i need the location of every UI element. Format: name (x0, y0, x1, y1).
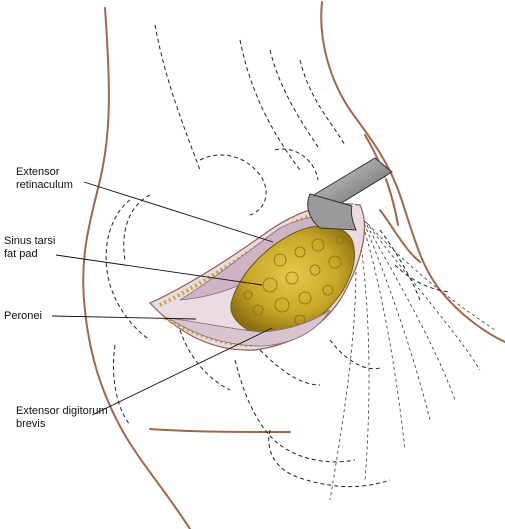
label-line: Peronei (4, 310, 42, 322)
retractor-icon (307, 157, 393, 231)
leader-sinus-tarsi (55, 254, 263, 286)
tendon-fan (329, 214, 496, 501)
label-extensor-retinaculum: Extensor retinaculum (16, 166, 73, 192)
label-line: Extensor (16, 166, 60, 178)
label-peronei: Peronei (4, 310, 42, 323)
label-line: Sinus tarsi (4, 235, 56, 247)
label-line: brevis (16, 418, 46, 430)
peronei-tissue (167, 309, 331, 347)
leader-extensor-retinaculum (83, 181, 274, 243)
bone-outlines (105, 24, 451, 487)
leader-peronei (51, 315, 197, 320)
label-line: Extensor digitorum (16, 405, 108, 417)
label-sinus-tarsi-fat-pad: Sinus tarsi fat pad (4, 235, 55, 261)
label-line: fat pad (4, 248, 38, 260)
leader-lines (51, 181, 274, 416)
sinus-tarsi-fat-pad (230, 225, 355, 334)
fat-pad-texture (243, 235, 345, 326)
leader-extensor-digitorum-brevis (91, 327, 273, 416)
label-extensor-digitorum-brevis: Extensor digitorum brevis (16, 405, 108, 431)
label-line: retinaculum (16, 179, 73, 191)
